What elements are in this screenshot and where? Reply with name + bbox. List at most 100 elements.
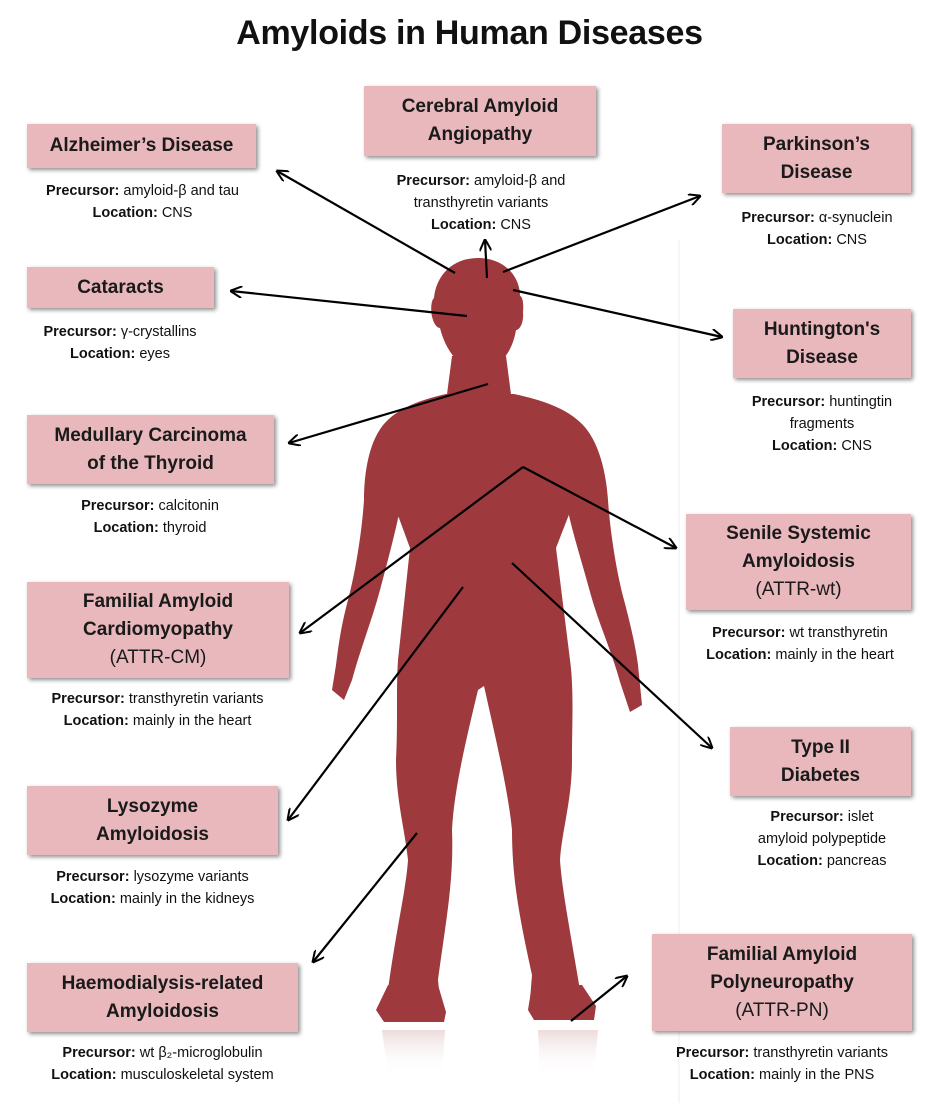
- precursor-value: transthyretin variants: [413, 195, 549, 211]
- disease-box-fac: Familial Amyloid Cardiomyopathy (ATTR-CM…: [27, 582, 289, 678]
- precursor-value: transthyretin variants: [753, 1045, 888, 1061]
- precursor-value: amyloid-β and: [474, 173, 566, 189]
- location-value: thyroid: [162, 520, 207, 536]
- disease-name-line: Familial Amyloid: [706, 943, 858, 965]
- disease-name-line: Amyloidosis: [106, 1000, 219, 1022]
- arrow-fac: [300, 466, 524, 633]
- disease-info-caa: Precursor: amyloid-β and transthyretin v…: [350, 170, 612, 236]
- disease-box-parkinsons: Parkinson’s Disease: [722, 124, 911, 193]
- disease-box-fap: Familial Amyloid Polyneuropathy (ATTR-PN…: [652, 934, 912, 1031]
- precursor-value: calcitonin: [158, 498, 219, 514]
- disease-name-line: Diabetes: [780, 764, 861, 786]
- disease-name-line: of the Thyroid: [87, 452, 214, 474]
- disease-info-senile: Precursor: wt transthyretin Location: ma…: [680, 622, 920, 666]
- disease-box-thyroid: Medullary Carcinoma of the Thyroid: [27, 415, 274, 484]
- precursor-value: transthyretin variants: [128, 691, 264, 707]
- precursor-value: amyloid polypeptide: [757, 831, 887, 847]
- disease-info-alzheimers: Precursor: amyloid-β and tau Location: C…: [15, 180, 270, 224]
- disease-box-alzheimers: Alzheimer’s Disease: [27, 124, 256, 168]
- precursor-label: Precursor:: [770, 809, 844, 825]
- location-label: Location:: [63, 713, 129, 729]
- disease-name-line: Alzheimer’s Disease: [49, 135, 234, 156]
- precursor-value: amyloid-β and tau: [123, 183, 239, 199]
- disease-box-diabetes: Type II Diabetes: [730, 727, 911, 796]
- location-value: CNS: [841, 438, 872, 454]
- arrow-thyroid: [289, 382, 489, 443]
- precursor-label: Precursor:: [56, 869, 130, 885]
- location-label: Location:: [93, 520, 159, 536]
- location-value: mainly in the heart: [775, 647, 894, 663]
- disease-name-line: Type II: [791, 736, 850, 758]
- disease-info-thyroid: Precursor: calcitonin Location: thyroid: [30, 495, 270, 539]
- disease-box-senile: Senile Systemic Amyloidosis (ATTR-wt): [686, 514, 911, 610]
- location-value: CNS: [836, 232, 867, 248]
- disease-name-line: (ATTR-CM): [109, 647, 207, 668]
- precursor-value: γ-crystallins: [120, 324, 197, 340]
- precursor-value: lysozyme variants: [133, 869, 249, 885]
- precursor-label: Precursor:: [46, 183, 120, 199]
- arrow-caa: [485, 240, 487, 279]
- disease-name-line: Medullary Carcinoma: [54, 424, 247, 446]
- arrow-parkinsons: [502, 196, 700, 274]
- disease-name-line: Haemodialysis-related: [61, 972, 264, 994]
- disease-name-line: Senile Systemic: [726, 523, 871, 544]
- precursor-label: Precursor:: [712, 625, 786, 641]
- precursor-value: α-synuclein: [818, 210, 893, 226]
- precursor-value: wt transthyretin: [789, 625, 888, 641]
- disease-info-parkinsons: Precursor: α-synuclein Location: CNS: [712, 207, 922, 251]
- foot-reflection: [382, 1030, 598, 1075]
- precursor-label: Precursor:: [81, 498, 155, 514]
- disease-name-line: Amyloidosis: [742, 551, 855, 572]
- disease-name-line: (ATTR-wt): [755, 579, 842, 600]
- precursor-value: islet: [847, 809, 874, 825]
- location-label: Location:: [689, 1067, 755, 1083]
- arrow-alzheimers: [277, 171, 456, 274]
- arrow-senile: [522, 466, 676, 548]
- location-label: Location:: [706, 647, 772, 663]
- arrow-diabetes: [511, 562, 712, 748]
- location-value: mainly in the PNS: [759, 1067, 875, 1083]
- precursor-value: wt β₂-microglobulin: [139, 1045, 263, 1061]
- disease-info-huntingtons: Precursor: huntingtin fragments Location…: [722, 391, 922, 457]
- disease-name-line: Cerebral Amyloid: [401, 96, 559, 117]
- arrows: [231, 171, 722, 1022]
- disease-info-diabetes: Precursor: islet amyloid polypeptide Loc…: [718, 806, 926, 872]
- precursor-label: Precursor:: [51, 691, 125, 707]
- disease-name-line: Disease: [786, 346, 858, 368]
- location-label: Location:: [92, 205, 158, 221]
- disease-name-line: Lysozyme: [106, 795, 199, 817]
- location-label: Location:: [51, 1067, 117, 1083]
- precursor-label: Precursor:: [62, 1045, 136, 1061]
- precursor-value: huntingtin: [829, 394, 893, 410]
- page-title: Amyloids in Human Diseases: [236, 14, 703, 52]
- arrow-lysozyme: [288, 586, 464, 820]
- disease-name-line: Familial Amyloid: [82, 591, 234, 612]
- disease-box-lysozyme: Lysozyme Amyloidosis: [27, 786, 278, 855]
- disease-info-haemodialysis: Precursor: wt β₂-microglobulin Location:…: [15, 1042, 310, 1086]
- location-value: mainly in the kidneys: [119, 891, 255, 907]
- disease-name-line: (ATTR-PN): [735, 999, 829, 1021]
- arrow-cataracts: [231, 291, 468, 318]
- disease-name-line: Disease: [780, 161, 853, 183]
- location-label: Location:: [767, 232, 833, 248]
- location-label: Location:: [431, 217, 497, 233]
- disease-box-caa: Cerebral Amyloid Angiopathy: [364, 86, 596, 156]
- location-value: eyes: [139, 346, 170, 362]
- arrow-huntingtons: [512, 288, 722, 337]
- disease-name-line: Cardiomyopathy: [83, 619, 233, 640]
- location-label: Location:: [757, 853, 823, 869]
- disease-name-line: Amyloidosis: [96, 823, 209, 845]
- precursor-label: Precursor:: [751, 394, 826, 410]
- location-value: mainly in the heart: [132, 713, 252, 729]
- location-label: Location:: [50, 891, 116, 907]
- disease-name-line: Polyneuropathy: [710, 971, 854, 993]
- precursor-label: Precursor:: [396, 173, 470, 189]
- disease-info-lysozyme: Precursor: lysozyme variants Location: m…: [15, 866, 290, 910]
- disease-name-line: Cataracts: [77, 276, 164, 298]
- location-value: CNS: [161, 205, 193, 221]
- location-label: Location:: [70, 346, 136, 362]
- disease-box-cataracts: Cataracts: [27, 267, 214, 308]
- location-value: pancreas: [826, 853, 887, 869]
- location-value: CNS: [500, 217, 531, 233]
